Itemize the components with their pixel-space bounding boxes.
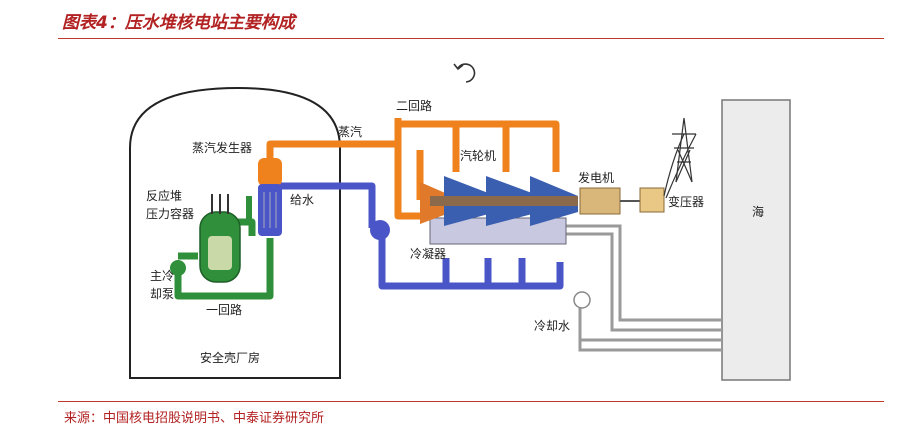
reactor-vessel-label-line2: 压力容器 xyxy=(146,206,194,221)
coolant-pump-label-line2: 却泵 xyxy=(150,287,174,301)
steam-label: 蒸汽 xyxy=(338,124,362,139)
figure-title: 图表4：压水堆核电站主要构成 xyxy=(62,13,295,33)
feedwater-pump xyxy=(370,220,390,240)
containment-label: 安全壳厂房 xyxy=(200,350,260,365)
condenser-label: 冷凝器 xyxy=(410,246,446,261)
source-note: 来源：中国核电招股说明书、中泰证券研究所 xyxy=(64,411,325,426)
coolant-pump xyxy=(170,260,186,276)
secondary-loop-label: 二回路 xyxy=(396,98,432,113)
generator-body xyxy=(579,187,621,215)
turbine-label: 汽轮机 xyxy=(460,148,496,163)
pressurizer xyxy=(246,196,252,222)
sea-label: 海 xyxy=(752,204,764,219)
steam-pipe xyxy=(266,118,560,220)
steam-generator xyxy=(258,158,282,236)
reactor-vessel xyxy=(199,194,241,283)
primary-loop-label: 一回路 xyxy=(206,302,242,317)
cooling-water-label: 冷却水 xyxy=(534,319,570,333)
sea-block xyxy=(721,99,791,381)
reactor-vessel-label-line1: 反应堆 xyxy=(146,188,182,203)
title-divider xyxy=(58,38,884,39)
transformer-label: 变压器 xyxy=(668,194,704,209)
power-tower-icon xyxy=(663,117,697,199)
undo-arrow-icon[interactable] xyxy=(453,63,476,83)
cooling-pump xyxy=(573,291,591,309)
feedwater-label: 给水 xyxy=(290,193,314,207)
transformer-body xyxy=(639,187,665,213)
source-divider xyxy=(58,401,884,402)
steam-generator-label: 蒸汽发生器 xyxy=(192,140,252,155)
generator-label: 发电机 xyxy=(578,170,614,185)
coolant-pump-label-line1: 主冷 xyxy=(150,269,174,283)
turbine-assembly xyxy=(420,176,578,226)
